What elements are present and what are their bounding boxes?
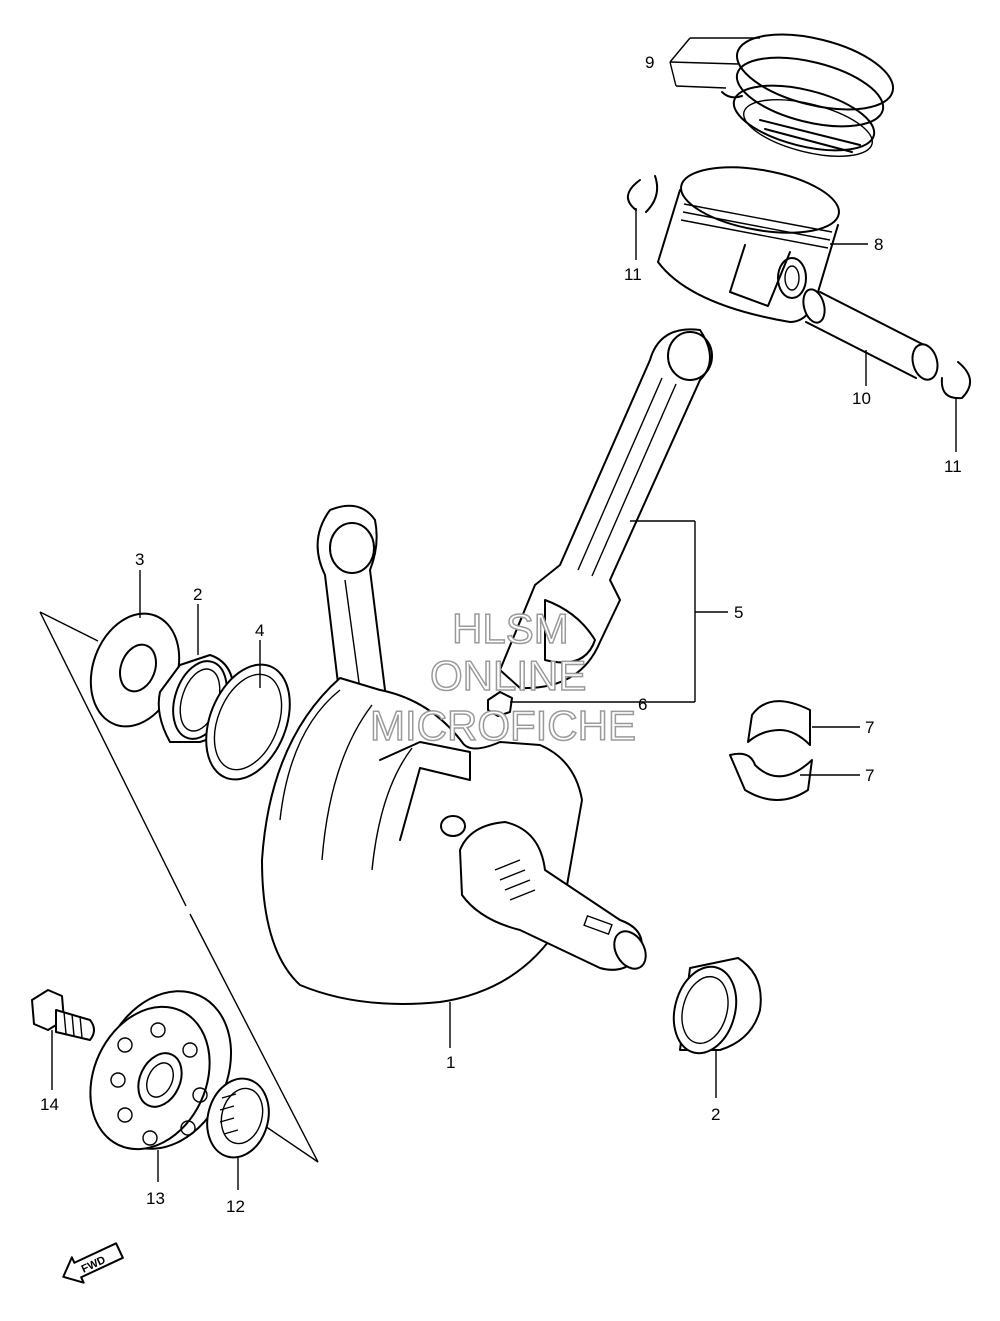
- reference-line: [39, 611, 319, 1163]
- callout-11-right: 11: [944, 457, 962, 476]
- conrod-bearing-upper[interactable]: [747, 700, 811, 746]
- circlip-left[interactable]: [627, 175, 659, 213]
- piston-ring-set[interactable]: [721, 21, 901, 168]
- callout-6: 6: [638, 695, 647, 714]
- callout-5: 5: [734, 603, 743, 622]
- callout-11-left: 11: [624, 265, 642, 284]
- thrust-washer[interactable]: [76, 601, 195, 739]
- piston-pin[interactable]: [800, 287, 941, 383]
- piston[interactable]: [657, 157, 844, 323]
- callout-14: 14: [40, 1095, 59, 1114]
- callout-7-upper: 7: [865, 718, 874, 737]
- fwd-arrow: FWD: [62, 1242, 124, 1284]
- watermark: HLSM ONLINE MICROFICHE: [369, 604, 637, 750]
- crankshaft[interactable]: [261, 504, 652, 1005]
- primary-gear[interactable]: [68, 969, 256, 1170]
- watermark-line-3: MICROFICHE: [370, 702, 636, 749]
- callout-1: 1: [446, 1053, 455, 1072]
- main-bearing-right[interactable]: [665, 957, 762, 1060]
- callout-2-left: 2: [193, 585, 202, 604]
- needle-bearing[interactable]: [199, 1072, 278, 1165]
- callout-7-lower: 7: [865, 766, 874, 785]
- bolt[interactable]: [31, 989, 95, 1041]
- callout-12: 12: [226, 1197, 245, 1216]
- callout-10: 10: [852, 389, 871, 408]
- callout-13: 13: [146, 1189, 165, 1208]
- callout-2-right: 2: [711, 1105, 720, 1124]
- circlip-right[interactable]: [940, 361, 971, 400]
- callout-4: 4: [255, 621, 264, 640]
- connecting-rod-right[interactable]: [487, 328, 713, 717]
- conrod-bearing-lower[interactable]: [729, 752, 813, 801]
- callout-9: 9: [645, 53, 654, 72]
- callout-8: 8: [874, 235, 883, 254]
- watermark-line-1: HLSM: [452, 605, 569, 652]
- callout-labels: 1 2 2 3 4 5 6 7 7 8 9 10 11 11 12 13 14: [40, 53, 962, 1216]
- watermark-line-2: ONLINE: [430, 652, 586, 699]
- leader-lines: [51, 37, 957, 1190]
- shim-ring[interactable]: [190, 652, 305, 792]
- callout-3: 3: [135, 550, 144, 569]
